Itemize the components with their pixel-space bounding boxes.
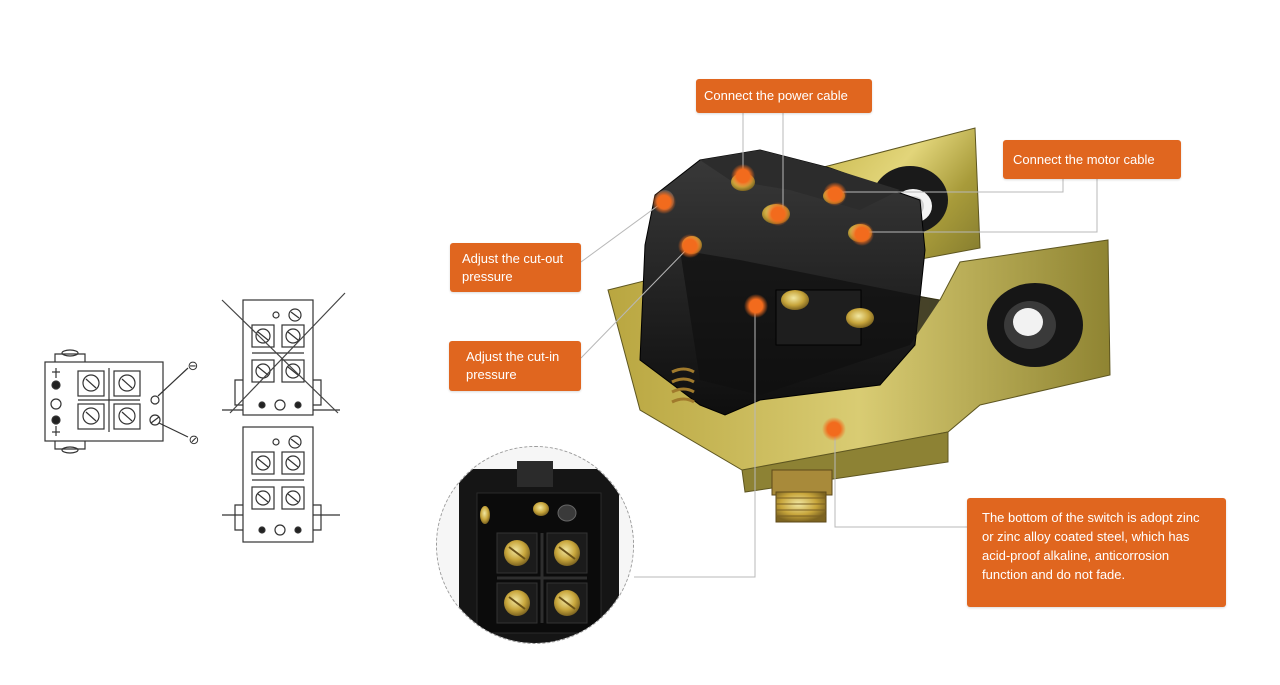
callout-motor-cable: Connect the motor cable (1003, 140, 1181, 179)
leader-lines (580, 113, 1098, 578)
marker-cut-out[interactable] (652, 190, 676, 214)
neutral-symbol-icon: ⊖ (188, 359, 199, 374)
marker-power-center[interactable] (766, 202, 790, 226)
pressure-switch-image (607, 127, 1111, 523)
callout-cut-out-pressure: Adjust the cut-out pressure (450, 243, 581, 292)
terminal-closeup-inset (436, 446, 634, 644)
hotspot-markers (652, 164, 874, 441)
wiring-diagram-incorrect (221, 292, 346, 416)
marker-bottom-plate[interactable] (822, 417, 846, 441)
terminal-closeup-image (437, 447, 633, 643)
callout-cut-in-pressure: Adjust the cut-in pressure (449, 341, 581, 391)
phase-symbol-icon: ⊘ (189, 433, 200, 448)
wiring-diagram-left (44, 349, 189, 454)
marker-terminal-block[interactable] (744, 294, 768, 318)
marker-power-left[interactable] (731, 164, 755, 188)
marker-motor-left[interactable] (823, 182, 847, 206)
wiring-diagram-correct (222, 426, 340, 543)
callout-bottom-material: The bottom of the switch is adopt zinc o… (967, 498, 1226, 607)
marker-motor-right[interactable] (850, 222, 874, 246)
marker-cut-in[interactable] (678, 234, 702, 258)
callout-power-cable: Connect the power cable (696, 79, 872, 113)
